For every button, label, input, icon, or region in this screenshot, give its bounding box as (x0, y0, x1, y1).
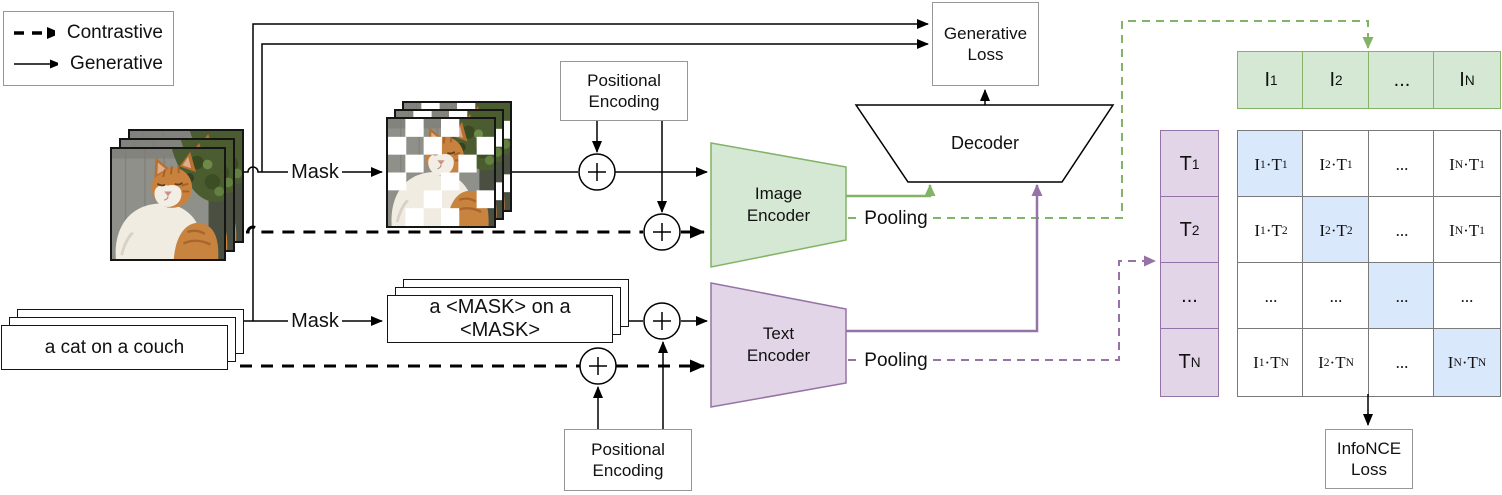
legend-generative-row: Generative (14, 53, 163, 75)
image-encoder-label: Image Encoder (746, 183, 811, 225)
plus-icon (653, 312, 671, 330)
add-node-text-masked (643, 302, 681, 340)
masked-text-front: a <MASK> on a <MASK> (387, 295, 613, 343)
text-encoder-label: Text Encoder (746, 323, 811, 365)
image-encoder-shape (710, 142, 847, 268)
image-premask-line (244, 166, 289, 173)
image-embedding-cell-ellipsis: ... (1368, 51, 1436, 109)
infonce-loss-box: InfoNCE Loss (1325, 429, 1413, 489)
matrix-cell-3-2: ... (1368, 328, 1436, 397)
unmasked-text-to-generative-loss-line (252, 19, 929, 321)
image-contrastive-line (246, 225, 643, 234)
input-text-front: a cat on a couch (1, 325, 228, 370)
add-node-image-contrastive (643, 213, 681, 251)
infonce-loss-label: InfoNCE Loss (1336, 438, 1402, 479)
decoder-shape (854, 104, 1115, 183)
matrix-cell-2-1: ... (1302, 262, 1370, 331)
caption-text: a cat on a couch (44, 336, 185, 358)
masked-caption-text: a <MASK> on a <MASK> (429, 296, 571, 341)
image-features-to-decoder-arrow (846, 184, 936, 198)
add-node-text-contrastive (579, 347, 617, 385)
masked-image-front (386, 117, 496, 228)
generative-loss-label: Generative Loss (943, 23, 1028, 64)
image-encoder-label-wrap: Image Encoder (711, 160, 846, 250)
generative-solid-arrow-icon (14, 59, 59, 69)
input-image-front (110, 147, 226, 261)
text-pooling-label: Pooling (860, 349, 932, 373)
matrix-cell-2-2: ... (1368, 262, 1436, 331)
text-embedding-cell-ellipsis: ... (1160, 262, 1219, 331)
image-pooling-label: Pooling (860, 207, 932, 231)
positional-encoding-text-box: Positional Encoding (564, 429, 692, 491)
decoder-label: Decoder (950, 133, 1020, 153)
image-pooling-to-matrix-arrow (933, 20, 1374, 219)
text-pooling-to-matrix-arrow (933, 255, 1156, 361)
unmasked-image-to-generative-loss-line (261, 39, 929, 172)
matrix-cell-1-2: ... (1368, 196, 1436, 265)
positional-encoding-text-label: Positional Encoding (591, 439, 665, 480)
generative-loss-box: Generative Loss (932, 2, 1039, 86)
image-mask-label: Mask (288, 160, 342, 184)
contrastive-dashed-arrow-icon (14, 27, 55, 40)
legend-generative-label: Generative (70, 52, 163, 74)
add-node-image-masked (578, 153, 616, 191)
legend-contrastive-label: Contrastive (66, 22, 163, 44)
plus-icon (653, 223, 671, 241)
plus-icon (588, 163, 606, 181)
text-features-to-decoder-arrow (846, 184, 1043, 333)
positional-encoding-image-box: Positional Encoding (560, 61, 688, 121)
legend-contrastive-row: Contrastive (14, 22, 163, 44)
plus-icon (589, 357, 607, 375)
legend: Contrastive Generative (3, 11, 174, 86)
text-mask-label: Mask (288, 309, 342, 333)
text-encoder-label-wrap: Text Encoder (711, 300, 846, 390)
matrix-cell-2-3: ... (1433, 262, 1501, 331)
positional-encoding-image-label: Positional Encoding (587, 70, 661, 111)
text-encoder-shape (710, 282, 847, 408)
